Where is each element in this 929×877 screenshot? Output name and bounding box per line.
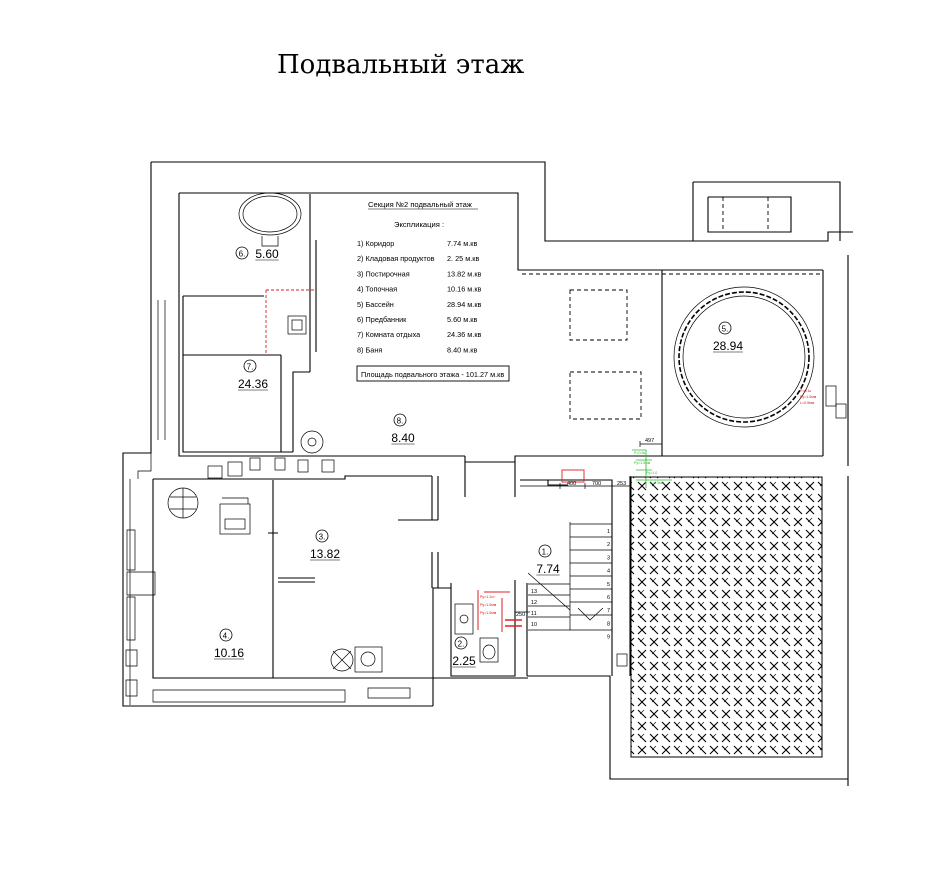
stair-step-number: 8 xyxy=(607,621,610,627)
room-area: 24.36 xyxy=(238,377,268,391)
dimension-497: 497 xyxy=(645,438,654,444)
room-2-fixtures: Ру=1.1ст Ру=1.0мм Ру=1.0мм xyxy=(454,590,522,663)
stair-step-number: 2 xyxy=(607,542,610,548)
room-area: 8.40 xyxy=(391,431,415,445)
room-number: 2. xyxy=(458,640,465,649)
explication-row-name: 4) Топочная xyxy=(357,285,397,294)
svg-text:Ру=1.5мм: Ру=1.5мм xyxy=(634,461,651,465)
stair-step-number: 9 xyxy=(607,635,610,641)
room-area: 28.94 xyxy=(713,339,743,353)
room-area: 7.74 xyxy=(536,562,560,576)
pool: P=0.1к Ру=1.0мм L=0.5мм xyxy=(522,196,847,456)
svg-text:Ру=1.0мм: Ру=1.0мм xyxy=(800,395,817,399)
svg-text:Ру=1.1ст: Ру=1.1ст xyxy=(480,595,495,599)
explication-row-area: 13.82 м.кв xyxy=(447,269,482,278)
room-number: 1. xyxy=(542,548,549,557)
explication-row-name: 7) Комната отдыха xyxy=(357,330,421,339)
staircase xyxy=(527,522,612,631)
explication-row-area: 2. 25 м.кв xyxy=(447,254,479,263)
dimension-400: 400 xyxy=(567,481,576,487)
explication-row-name: 1) Коридор xyxy=(357,239,394,248)
svg-text:L=0.5мм: L=0.5мм xyxy=(650,481,665,485)
stair-step-number: 5 xyxy=(607,582,610,588)
stair-step-number: 1 xyxy=(607,529,610,535)
explication-row-area: 5.60 м.кв xyxy=(447,315,477,324)
explication-row-area: 28.94 м.кв xyxy=(447,300,482,309)
explication-row-name: 6) Предбанник xyxy=(357,315,407,324)
explication-rows: 1) Коридор 7.74 м.кв 2) Кладовая продуктов… xyxy=(357,239,482,354)
explication-row-name: 2) Кладовая продуктов xyxy=(357,254,435,263)
dimension-700: 700 xyxy=(592,481,601,487)
room-number: 5. xyxy=(722,325,729,334)
dimension-marks: 400 700 253 497 250 P=0.5к Ру=1.5мм Ру=1… xyxy=(207,438,672,667)
svg-text:L=0.5мм: L=0.5мм xyxy=(800,401,815,405)
inner-walls xyxy=(123,194,663,705)
stair-step-number: 12 xyxy=(531,600,537,606)
room-number: 4. xyxy=(223,632,230,641)
explication-section: Секция №2 подвальный этаж xyxy=(368,200,473,209)
room-area: 5.60 xyxy=(255,247,279,261)
stair-step-number: 6 xyxy=(607,595,610,601)
room-number: 6. xyxy=(239,250,246,259)
room-number: 3. xyxy=(319,533,326,542)
explication-row-name: 5) Бассейн xyxy=(357,300,394,309)
stair-step-number: 10 xyxy=(531,622,537,628)
stair-step-number: 4 xyxy=(607,569,610,575)
terrace-hatch xyxy=(630,476,823,758)
room-labels: 1.7.742.2.253.13.824.10.165.28.946.5.607… xyxy=(213,246,743,668)
svg-text:Ру=1.0: Ру=1.0 xyxy=(646,471,657,475)
dimension-253: 253 xyxy=(617,481,626,487)
room-4-fixtures xyxy=(167,487,383,673)
stair-step-number: 11 xyxy=(531,611,537,617)
explication-row-area: 7.74 м.кв xyxy=(447,239,477,248)
room-area: 10.16 xyxy=(214,646,244,660)
room-6-fixtures xyxy=(238,192,316,355)
svg-text:P=0.5к: P=0.5к xyxy=(634,451,645,455)
svg-text:Ру=1.0мм: Ру=1.0мм xyxy=(480,611,497,615)
explication-row-area: 10.16 м.кв xyxy=(447,285,482,294)
room-number: 7. xyxy=(247,363,254,372)
stair-step-number: 3 xyxy=(607,555,610,561)
explication-row-name: 8) Баня xyxy=(357,345,382,354)
room-7-fixtures xyxy=(227,430,335,477)
explication-row-area: 8.40 м.кв xyxy=(447,345,477,354)
stair-step-number: 7 xyxy=(607,608,610,614)
svg-text:P=0.1к: P=0.1к xyxy=(800,389,811,393)
room-area: 13.82 xyxy=(310,547,340,561)
explication-table: Секция №2 подвальный этаж Экспликация : … xyxy=(356,200,510,382)
explication-row-name: 3) Постирочная xyxy=(357,269,410,278)
explication-heading: Экспликация : xyxy=(394,220,444,229)
explication-total: Площадь подвального этажа - 101.27 м.кв xyxy=(361,370,504,379)
room-area: 2.25 xyxy=(452,654,476,668)
svg-text:Ру=1.0мм: Ру=1.0мм xyxy=(480,603,497,607)
stair-step-number: 13 xyxy=(531,589,537,595)
explication-row-area: 24.36 м.кв xyxy=(447,330,482,339)
dimension-250: 250 xyxy=(516,612,525,618)
page-title: Подвальный этаж xyxy=(277,50,525,80)
room-number: 8. xyxy=(397,417,404,426)
